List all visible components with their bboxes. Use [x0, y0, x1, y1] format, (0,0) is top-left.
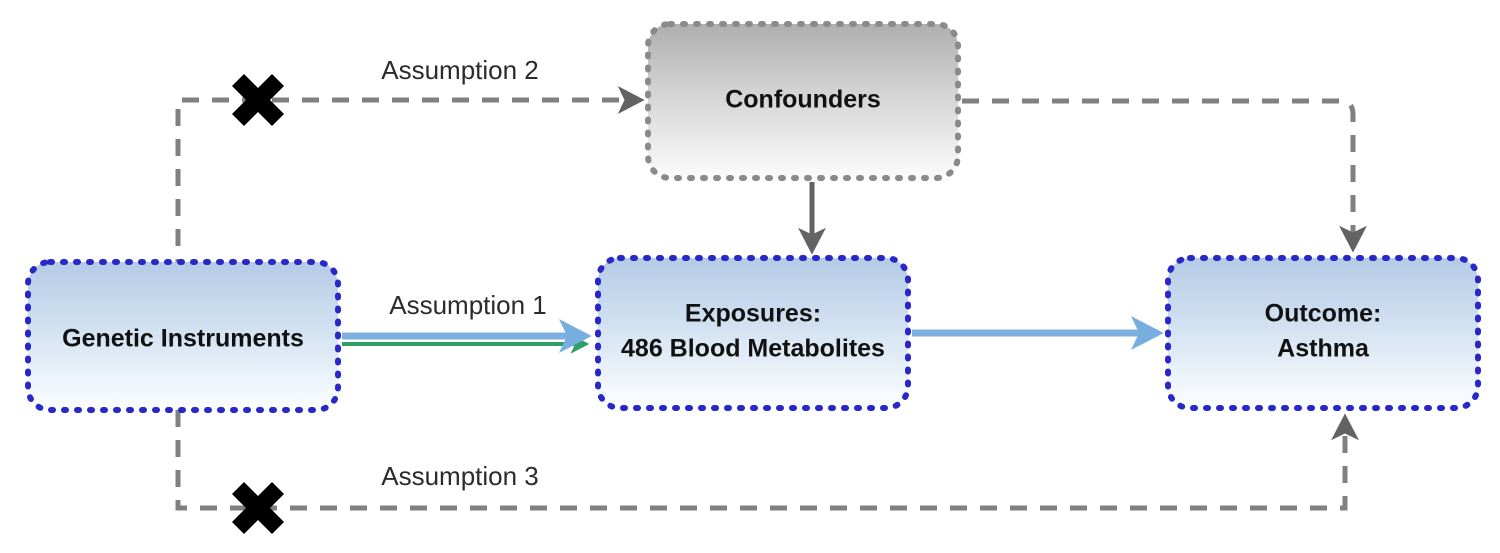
edge-assumption-3: Assumption 3: [175, 410, 1359, 511]
genetic-instruments-box: [25, 259, 341, 413]
exposures-box: [595, 255, 911, 411]
outcome-label-line1: Outcome:: [1265, 300, 1382, 328]
x-mark-stroke-b: [231, 481, 285, 535]
confounders-label: Confounders: [725, 86, 881, 114]
x-marker-assumption-2: [231, 73, 285, 127]
edge-assumption-1: Assumption 1: [342, 290, 592, 354]
confounders-to-outcome-path: [962, 98, 1367, 253]
exposures-label-line2: 486 Blood Metabolites: [621, 335, 885, 363]
assumption-2-path: [175, 86, 645, 336]
assumption-1-label: Assumption 1: [389, 290, 547, 320]
confounders-box: [645, 21, 961, 181]
exposures-label-line1: Exposures:: [685, 300, 821, 328]
assumption-2-label: Assumption 2: [381, 55, 539, 85]
edge-confounders-to-outcome: [962, 98, 1367, 253]
node-outcome[interactable]: Outcome: Asthma: [1165, 255, 1481, 411]
edge-assumption-2: Assumption 2: [175, 55, 645, 336]
assumption-3-path: [175, 410, 1359, 511]
assumption-3-label: Assumption 3: [381, 461, 539, 491]
outcome-box: [1165, 255, 1481, 411]
genetic-instruments-label: Genetic Instruments: [62, 325, 304, 353]
x-marker-assumption-3: [231, 481, 285, 535]
outcome-label-line2: Asthma: [1277, 335, 1370, 363]
node-genetic-instruments[interactable]: Genetic Instruments: [25, 259, 341, 413]
x-mark-stroke-b: [231, 73, 285, 127]
node-exposures[interactable]: Exposures: 486 Blood Metabolites: [595, 255, 911, 411]
node-confounders[interactable]: Confounders: [645, 21, 961, 181]
